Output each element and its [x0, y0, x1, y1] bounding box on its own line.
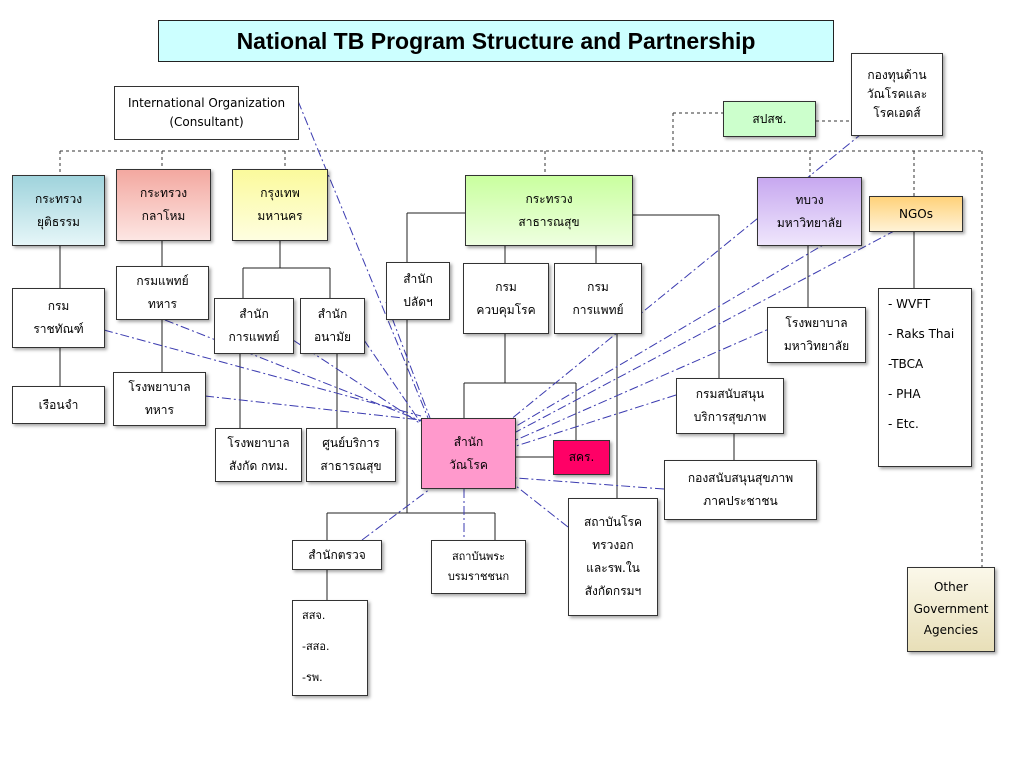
tb-bureau-box: สำนัก วัณโรค [421, 418, 516, 489]
prison-box: เรือนจำ [12, 386, 105, 424]
army-medical-dept-label: กรมแพทย์ ทหาร [136, 274, 189, 311]
university-hospital-label: โรงพยาบาล มหาวิทยาลัย [783, 316, 850, 353]
permanent-secretary-label: สำนัก ปลัดฯ [403, 272, 433, 309]
ngo-list: - WVFT - Raks Thai -TBCA - PHA - Etc. [888, 289, 954, 448]
ngo-list-item: -TBCA [888, 357, 924, 371]
corrections-dept-box: กรม ราชทัณฑ์ [12, 288, 105, 348]
bangkok-box: กรุงเทพ มหานคร [232, 169, 328, 241]
corrections-dept-label: กรม ราชทัณฑ์ [33, 299, 84, 336]
health-centers-label: ศูนย์บริการ สาธารณสุข [320, 436, 382, 473]
prabaromrajchanok-institute-box: สถาบันพระ บรมราชชนก [431, 540, 526, 594]
military-hospital-box: โรงพยาบาล ทหาร [113, 372, 206, 426]
permanent-secretary-box: สำนัก ปลัดฯ [386, 262, 450, 320]
health-centers-box: ศูนย์บริการ สาธารณสุข [306, 428, 396, 482]
university-bureau-box: ทบวง มหาวิทยาลัย [757, 177, 862, 246]
ngo-list-item: - Etc. [888, 417, 919, 431]
military-hospital-label: โรงพยาบาล ทหาร [128, 380, 191, 417]
bma-medical-office-box: สำนัก การแพทย์ [214, 298, 294, 354]
inspection-office-label: สำนักตรวจ [308, 547, 366, 562]
health-ministry-box: กระทรวง สาธารณสุข [465, 175, 633, 246]
disease-control-dept-label: กรม ควบคุมโรค [476, 279, 536, 317]
global-fund-label: กองทุนด้าน วัณโรคและ โรคเอดส์ [866, 67, 928, 121]
skr-label: สคร. [568, 450, 595, 465]
justice-ministry-label: กระทรวง ยุติธรรม [34, 191, 83, 229]
inspection-list: สสจ. -สสอ. -รพ. [302, 601, 330, 699]
other-gov-agencies-box: Other Government Agencies [907, 567, 995, 652]
bma-medical-office-label: สำนัก การแพทย์ [228, 307, 280, 344]
global-fund-box: กองทุนด้าน วัณโรคและ โรคเอดส์ [851, 53, 943, 136]
ngo-list-item: - WVFT [888, 297, 931, 311]
ngo-list-item: - PHA [888, 387, 921, 401]
bma-health-office-label: สำนัก อนามัย [313, 307, 352, 344]
defense-ministry-box: กระทรวง กลาโหม [116, 169, 211, 241]
university-bureau-label: ทบวง มหาวิทยาลัย [776, 192, 843, 230]
nhso-box: สปสช. [723, 101, 816, 137]
phc-fund-box: กองสนับสนุนสุขภาพ ภาคประชาชน [664, 460, 817, 520]
inspection-list-box: สสจ. -สสอ. -รพ. [292, 600, 368, 696]
ngos-box: NGOs [869, 196, 963, 232]
inspection-list-item: สสจ. [302, 609, 326, 622]
health-service-support-dept-box: กรมสนับสนุน บริการสุขภาพ [676, 378, 784, 434]
prison-label: เรือนจำ [38, 397, 79, 412]
dashed-connectors [59, 112, 983, 567]
skr-box: สคร. [553, 440, 610, 475]
chest-institute-box: สถาบันโรค ทรวงอก และรพ.ใน สังกัดกรมฯ [568, 498, 658, 616]
intl-org-box: International Organization (Consultant) [114, 86, 299, 140]
ngo-list-box: - WVFT - Raks Thai -TBCA - PHA - Etc. [878, 288, 972, 467]
intl-org-label: International Organization (Consultant) [127, 95, 286, 129]
nhso-label: สปสช. [752, 111, 787, 126]
page-title: National TB Program Structure and Partne… [158, 20, 834, 62]
bangkok-label: กรุงเทพ มหานคร [257, 186, 303, 223]
university-hospital-box: โรงพยาบาล มหาวิทยาลัย [767, 307, 866, 363]
defense-ministry-label: กระทรวง กลาโหม [139, 186, 188, 223]
health-ministry-label: กระทรวง สาธารณสุข [518, 191, 580, 229]
justice-ministry-box: กระทรวง ยุติธรรม [12, 175, 105, 246]
inspection-list-item: -สสอ. [302, 639, 330, 653]
medical-services-dept-box: กรม การแพทย์ [554, 263, 642, 334]
army-medical-dept-box: กรมแพทย์ ทหาร [116, 266, 209, 320]
other-gov-agencies-label: Other Government Agencies [913, 580, 989, 638]
medical-services-dept-label: กรม การแพทย์ [572, 279, 624, 317]
bma-health-office-box: สำนัก อนามัย [300, 298, 365, 354]
disease-control-dept-box: กรม ควบคุมโรค [463, 263, 549, 334]
ngos-label: NGOs [899, 206, 933, 221]
phc-fund-label: กองสนับสนุนสุขภาพ ภาคประชาชน [687, 471, 794, 508]
dashdot-connectors [103, 100, 897, 541]
tb-bureau-label: สำนัก วัณโรค [449, 434, 488, 472]
health-service-support-dept-label: กรมสนับสนุน บริการสุขภาพ [693, 387, 767, 424]
bma-hospitals-box: โรงพยาบาล สังกัด กทม. [215, 428, 302, 482]
inspection-list-item: -รพ. [302, 670, 323, 684]
chest-institute-label: สถาบันโรค ทรวงอก และรพ.ใน สังกัดกรมฯ [583, 515, 643, 598]
ngo-list-item: - Raks Thai [888, 327, 955, 341]
inspection-office-box: สำนักตรวจ [292, 540, 382, 570]
bma-hospitals-label: โรงพยาบาล สังกัด กทม. [227, 436, 290, 473]
prabaromrajchanok-institute-label: สถาบันพระ บรมราชชนก [447, 550, 510, 583]
